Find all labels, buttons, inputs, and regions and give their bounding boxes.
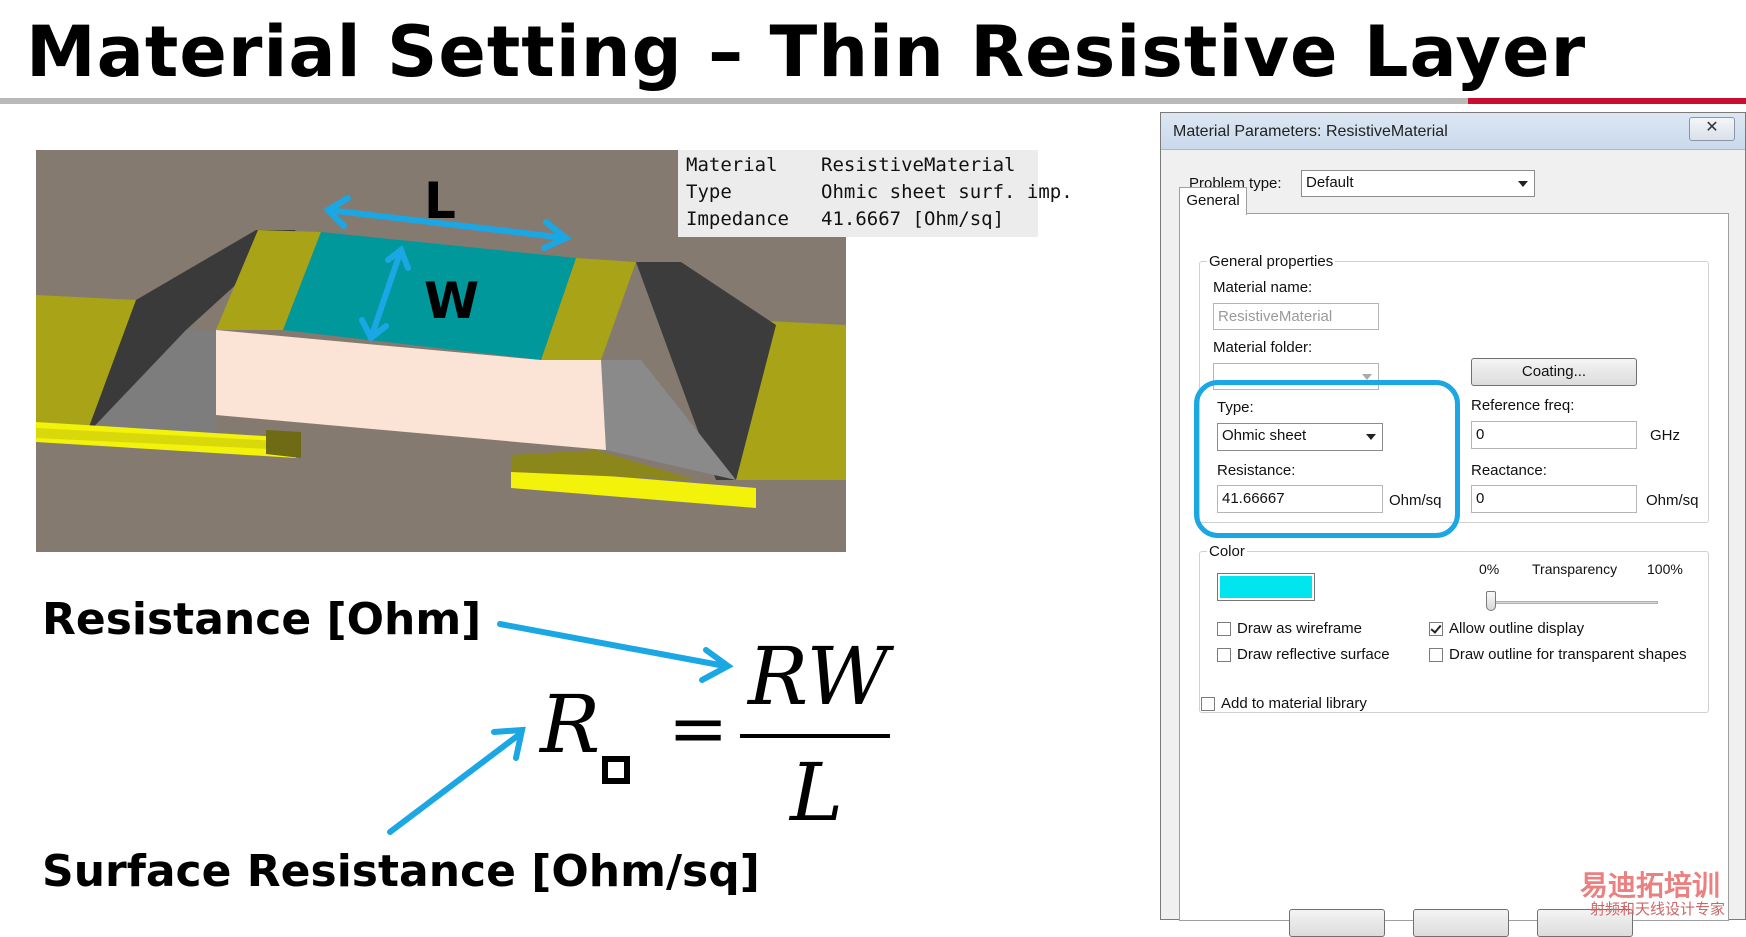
formula-denominator: L bbox=[790, 746, 844, 839]
arrow-to-lhs bbox=[387, 731, 523, 835]
width-arrow bbox=[359, 245, 411, 343]
slide-title: Material Setting – Thin Resistive Layer bbox=[26, 11, 1587, 93]
wireframe-checkbox[interactable] bbox=[1217, 622, 1231, 636]
allow-outline-label: Allow outline display bbox=[1449, 620, 1585, 637]
outline-transparent-label: Draw outline for transparent shapes bbox=[1449, 646, 1687, 663]
watermark-logo: 易迪拓培训 bbox=[1580, 869, 1721, 902]
coating-button[interactable]: Coating... bbox=[1471, 358, 1637, 386]
resistance-highlight-outline bbox=[1194, 380, 1460, 538]
label-W: W bbox=[424, 272, 479, 330]
reactance-unit: Ohm/sq bbox=[1646, 492, 1699, 509]
tab-panel bbox=[1179, 213, 1729, 921]
square-subscript-icon bbox=[602, 756, 630, 784]
ok-button[interactable] bbox=[1289, 909, 1385, 937]
left-pad bbox=[216, 230, 321, 330]
type-label: Type: bbox=[1217, 399, 1254, 416]
formula-equals: = bbox=[668, 686, 729, 770]
outline-transparent-checkbox[interactable] bbox=[1429, 648, 1443, 662]
dialog-title: Material Parameters: ResistiveMaterial bbox=[1173, 123, 1448, 140]
watermark-subtitle: 射频和天线设计专家 bbox=[1590, 901, 1726, 918]
right-trace bbox=[511, 468, 756, 508]
transparency-label: Transparency bbox=[1532, 561, 1618, 577]
right-slope-face bbox=[601, 360, 736, 480]
reference-freq-unit: GHz bbox=[1650, 427, 1680, 444]
right-slope bbox=[636, 262, 776, 480]
title-rule bbox=[0, 98, 1746, 104]
reference-freq-input[interactable]: 0 bbox=[1471, 421, 1637, 449]
reference-freq-label: Reference freq: bbox=[1471, 397, 1575, 414]
surface-resistance-label: Surface Resistance [Ohm/sq] bbox=[42, 846, 760, 897]
transparency-min: 0% bbox=[1479, 561, 1500, 577]
close-icon: ✕ bbox=[1705, 119, 1719, 136]
close-button[interactable]: ✕ bbox=[1689, 117, 1735, 141]
wireframe-label: Draw as wireframe bbox=[1237, 620, 1363, 637]
chevron-down-icon bbox=[1518, 181, 1528, 187]
general-properties-title: General properties bbox=[1207, 253, 1336, 270]
resistance-input[interactable]: 41.66667 bbox=[1217, 485, 1383, 513]
transparency-max: 100% bbox=[1647, 561, 1683, 577]
color-group bbox=[1199, 551, 1709, 713]
type-select[interactable]: Ohmic sheet bbox=[1217, 423, 1383, 451]
color-group-title: Color bbox=[1207, 543, 1247, 560]
reactance-input[interactable]: 0 bbox=[1471, 485, 1637, 513]
reactance-label: Reactance: bbox=[1471, 462, 1547, 479]
color-swatch bbox=[1220, 576, 1312, 598]
dialog-titlebar[interactable] bbox=[1161, 113, 1745, 150]
add-to-library-checkbox[interactable] bbox=[1201, 697, 1215, 711]
color-swatch-button[interactable] bbox=[1217, 573, 1315, 601]
reflective-label: Draw reflective surface bbox=[1237, 646, 1390, 663]
resistance-field-label: Resistance: bbox=[1217, 462, 1296, 479]
material-name-label: Material name: bbox=[1213, 279, 1313, 296]
add-to-library-label: Add to material library bbox=[1221, 695, 1367, 712]
formula-numerator: RW bbox=[748, 630, 889, 723]
material-parameters-dialog: Material Parameters: ResistiveMaterial ✕… bbox=[1160, 112, 1746, 937]
resistor-sheet bbox=[283, 232, 576, 360]
resistance-label: Resistance [Ohm] bbox=[42, 594, 482, 645]
material-name-input[interactable]: ResistiveMaterial bbox=[1213, 303, 1379, 330]
substrate-face bbox=[216, 330, 606, 450]
material-folder-select[interactable] bbox=[1213, 363, 1379, 390]
title-rule-accent bbox=[1468, 98, 1746, 104]
length-arrow bbox=[323, 195, 572, 251]
problem-type-select[interactable]: Default bbox=[1301, 170, 1535, 197]
transparency-slider-thumb[interactable] bbox=[1486, 591, 1496, 611]
allow-outline-checkbox[interactable] bbox=[1429, 622, 1443, 636]
material-folder-label: Material folder: bbox=[1213, 339, 1313, 356]
fraction-bar bbox=[740, 734, 890, 738]
tab-general[interactable]: General bbox=[1179, 187, 1247, 215]
right-pad bbox=[541, 258, 636, 360]
transparency-slider-track[interactable] bbox=[1486, 601, 1658, 604]
formula-arrows bbox=[387, 621, 734, 835]
formula-lhs: R bbox=[540, 678, 601, 771]
arrow-to-numerator bbox=[497, 621, 728, 669]
material-property-box: Material ResistiveMaterial Type Ohmic sh… bbox=[678, 150, 1073, 237]
resistive-layer-illustration: L W bbox=[36, 150, 846, 552]
chevron-down-icon bbox=[1366, 434, 1376, 440]
left-slope-face bbox=[86, 330, 216, 435]
resistance-unit: Ohm/sq bbox=[1389, 492, 1442, 509]
reflective-checkbox[interactable] bbox=[1217, 648, 1231, 662]
label-L: L bbox=[424, 172, 456, 230]
cancel-button[interactable] bbox=[1413, 909, 1509, 937]
chevron-down-icon bbox=[1362, 374, 1372, 380]
